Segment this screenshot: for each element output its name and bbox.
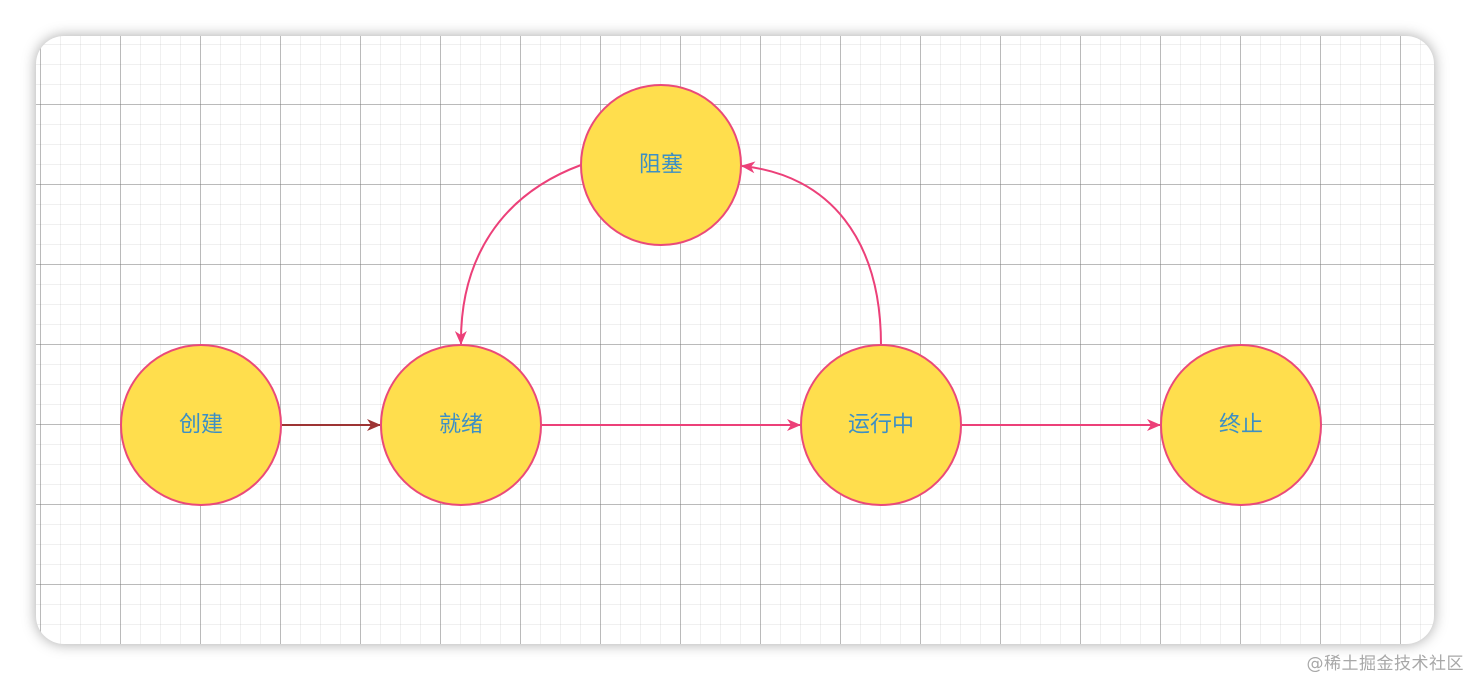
node-ready: 就绪: [380, 344, 542, 506]
node-terminated: 终止: [1160, 344, 1322, 506]
watermark: @稀土掘金技术社区: [1306, 654, 1464, 674]
edge-running-to-blocked: [741, 161, 882, 346]
node-create: 创建: [120, 344, 282, 506]
node-terminated-label: 终止: [1219, 413, 1263, 438]
node-blocked-label: 阻塞: [639, 153, 683, 178]
node-create-label: 创建: [179, 413, 223, 438]
node-blocked: 阻塞: [580, 84, 742, 246]
node-running-label: 运行中: [848, 413, 914, 438]
edge-blocked-to-ready: [454, 164, 582, 345]
node-running: 运行中: [800, 344, 962, 506]
node-ready-label: 就绪: [439, 413, 483, 438]
